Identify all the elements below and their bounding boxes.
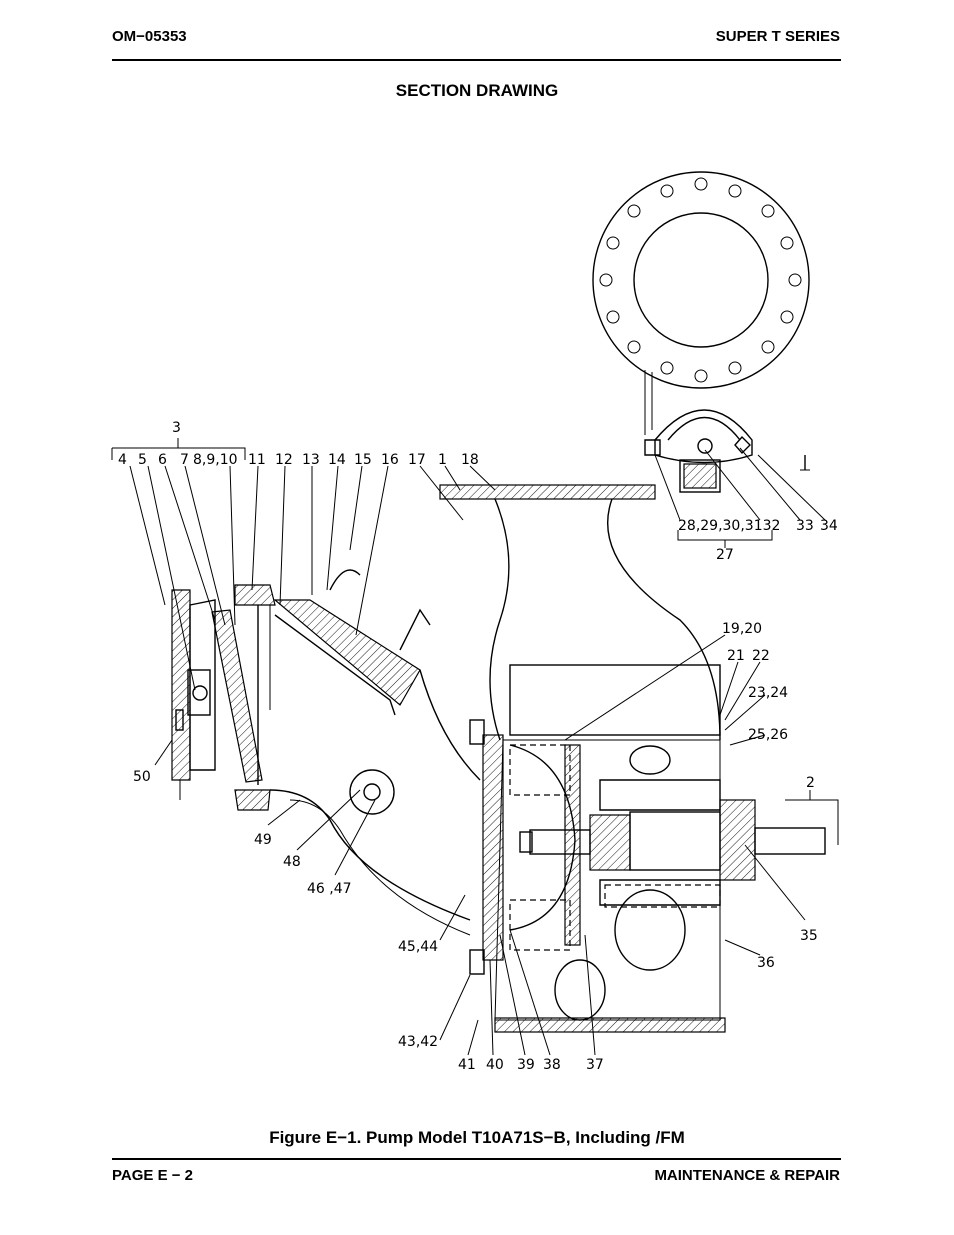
callout-19-20: 19,20 bbox=[722, 621, 762, 637]
callout-3: 3 bbox=[172, 420, 181, 436]
footer-rule bbox=[112, 1158, 841, 1160]
callout-8-9-10: 8,9,10 bbox=[193, 452, 238, 468]
callout-38: 38 bbox=[543, 1057, 561, 1073]
leader-lines bbox=[111, 438, 839, 1056]
callout-4: 4 bbox=[118, 452, 127, 468]
callout-7: 7 bbox=[180, 452, 189, 468]
callout-18: 18 bbox=[461, 452, 479, 468]
callout-27: 27 bbox=[716, 547, 734, 563]
callout-16: 16 bbox=[381, 452, 399, 468]
callout-40: 40 bbox=[486, 1057, 504, 1073]
callout-35: 35 bbox=[800, 928, 818, 944]
callout-labels: 3 4 5 6 7 8,9,10 11 12 13 14 15 16 17 1 … bbox=[118, 420, 838, 1073]
callout-45-44: 45,44 bbox=[398, 939, 438, 955]
callout-46-47: 46 ,47 bbox=[307, 881, 352, 897]
callout-21: 21 bbox=[727, 648, 745, 664]
callout-13: 13 bbox=[302, 452, 320, 468]
callout-41: 41 bbox=[458, 1057, 476, 1073]
callout-48: 48 bbox=[283, 854, 301, 870]
page-number: PAGE E − 2 bbox=[112, 1167, 194, 1184]
callout-1: 1 bbox=[438, 452, 447, 468]
series-name: SUPER T SERIES bbox=[715, 28, 840, 45]
header-rule bbox=[112, 59, 841, 61]
discharge-flange bbox=[592, 171, 810, 435]
callout-25-26: 25,26 bbox=[748, 727, 788, 743]
callout-11: 11 bbox=[248, 452, 266, 468]
callout-39: 39 bbox=[517, 1057, 535, 1073]
callout-23-24: 23,24 bbox=[748, 685, 788, 701]
callout-33: 33 bbox=[796, 518, 814, 534]
check-valve-assembly bbox=[644, 409, 810, 493]
callout-49: 49 bbox=[254, 832, 272, 848]
callout-6: 6 bbox=[158, 452, 167, 468]
figure-caption: Figure E−1. Pump Model T10A71S−B, Includ… bbox=[269, 1128, 685, 1147]
callout-12: 12 bbox=[275, 452, 293, 468]
doc-number: OM−05353 bbox=[112, 28, 187, 45]
callout-43-42: 43,42 bbox=[398, 1034, 438, 1050]
section-title: SECTION DRAWING bbox=[395, 81, 559, 100]
callout-37: 37 bbox=[586, 1057, 604, 1073]
callout-15: 15 bbox=[354, 452, 372, 468]
callout-2: 2 bbox=[806, 775, 815, 791]
callout-22: 22 bbox=[752, 648, 770, 664]
callout-34: 34 bbox=[820, 518, 838, 534]
callout-50: 50 bbox=[133, 769, 151, 785]
footer-section: MAINTENANCE & REPAIR bbox=[654, 1167, 840, 1184]
callout-28-32: 28,29,30,3132 bbox=[678, 518, 780, 534]
pump-casing bbox=[439, 484, 726, 1033]
callout-5: 5 bbox=[138, 452, 147, 468]
flap-valve bbox=[211, 584, 276, 811]
callout-36: 36 bbox=[757, 955, 775, 971]
impeller-and-shaft bbox=[519, 744, 826, 1021]
callout-14: 14 bbox=[328, 452, 346, 468]
suction-flange bbox=[171, 589, 216, 800]
inlet-elbow bbox=[269, 569, 481, 936]
callout-17: 17 bbox=[408, 452, 426, 468]
